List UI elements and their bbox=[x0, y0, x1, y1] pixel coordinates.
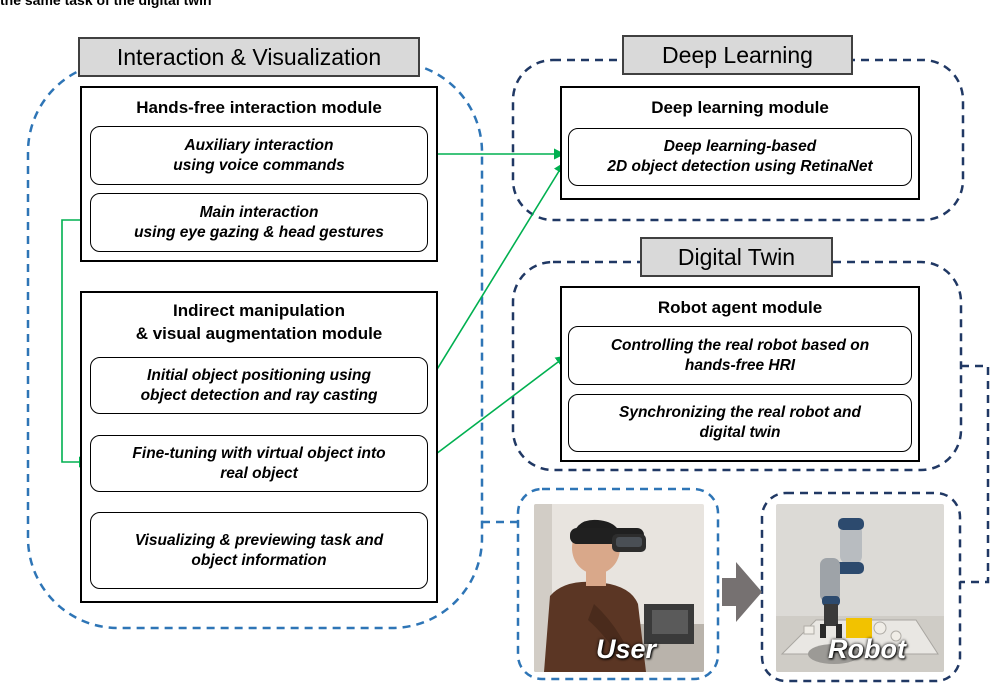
group-tab-interaction: Interaction & Visualization bbox=[78, 37, 420, 77]
item-synchronizing: Synchronizing the real robot and digital… bbox=[568, 394, 912, 452]
item-retinanet: Deep learning-based 2D object detection … bbox=[568, 128, 912, 186]
module-title-hands-free: Hands-free interaction module bbox=[136, 98, 382, 117]
item-voice-commands-text: Auxiliary interaction using voice comman… bbox=[173, 136, 345, 174]
module-title-indirect: Indirect manipulation & visual augmentat… bbox=[135, 301, 383, 343]
item-visualizing: Visualizing & previewing task and object… bbox=[90, 512, 428, 589]
frame-user-photo bbox=[516, 487, 720, 681]
module-indirect-manipulation: Indirect manipulation & visual augmentat… bbox=[80, 291, 438, 603]
item-fine-tuning: Fine-tuning with virtual object into rea… bbox=[90, 435, 428, 492]
item-voice-commands: Auxiliary interaction using voice comman… bbox=[90, 126, 428, 185]
arrow-deeplearning-to-positioning bbox=[427, 162, 565, 385]
user-photo-label: User bbox=[596, 634, 657, 664]
user-photo: User bbox=[534, 504, 704, 672]
robot-photo-label: Robot bbox=[828, 634, 906, 664]
module-robot-agent: Robot agent module Controlling the real … bbox=[560, 286, 920, 462]
item-retinanet-text: Deep learning-based 2D object detection … bbox=[607, 138, 873, 175]
item-fine-tuning-text: Fine-tuning with virtual object into rea… bbox=[132, 444, 386, 482]
robot-photo-illustration bbox=[776, 504, 944, 672]
item-controlling-robot: Controlling the real robot based on hand… bbox=[568, 326, 912, 385]
link-digitaltwin-robot bbox=[960, 364, 990, 584]
caption-fragment: the same task of the digital twin bbox=[0, 0, 212, 8]
item-eye-gaze: Main interaction using eye gazing & head… bbox=[90, 193, 428, 252]
module-title-deep-learning: Deep learning module bbox=[651, 98, 829, 117]
arrow-finetuning-to-robot bbox=[427, 355, 567, 461]
item-controlling-robot-text: Controlling the real robot based on hand… bbox=[610, 336, 870, 374]
frame-robot-photo bbox=[760, 491, 962, 683]
user-photo-illustration bbox=[534, 504, 704, 672]
module-hands-free: Hands-free interaction module Auxiliary … bbox=[80, 86, 438, 262]
item-eye-gaze-text: Main interaction using eye gazing & head… bbox=[134, 203, 384, 241]
arrow-gaze-to-finetuning bbox=[61, 219, 91, 468]
group-tab-digital-twin: Digital Twin bbox=[640, 237, 833, 277]
item-visualizing-text: Visualizing & previewing task and object… bbox=[134, 531, 384, 569]
module-deep-learning: Deep learning module Deep learning-based… bbox=[560, 86, 920, 200]
group-tab-deep-learning: Deep Learning bbox=[622, 35, 853, 75]
module-title-robot-agent: Robot agent module bbox=[657, 298, 823, 317]
user-to-robot-arrow bbox=[722, 562, 762, 622]
item-initial-positioning-text: Initial object positioning using object … bbox=[140, 366, 378, 404]
item-synchronizing-text: Synchronizing the real robot and digital… bbox=[619, 404, 861, 441]
robot-photo: Robot bbox=[776, 504, 944, 672]
item-initial-positioning: Initial object positioning using object … bbox=[90, 357, 428, 414]
